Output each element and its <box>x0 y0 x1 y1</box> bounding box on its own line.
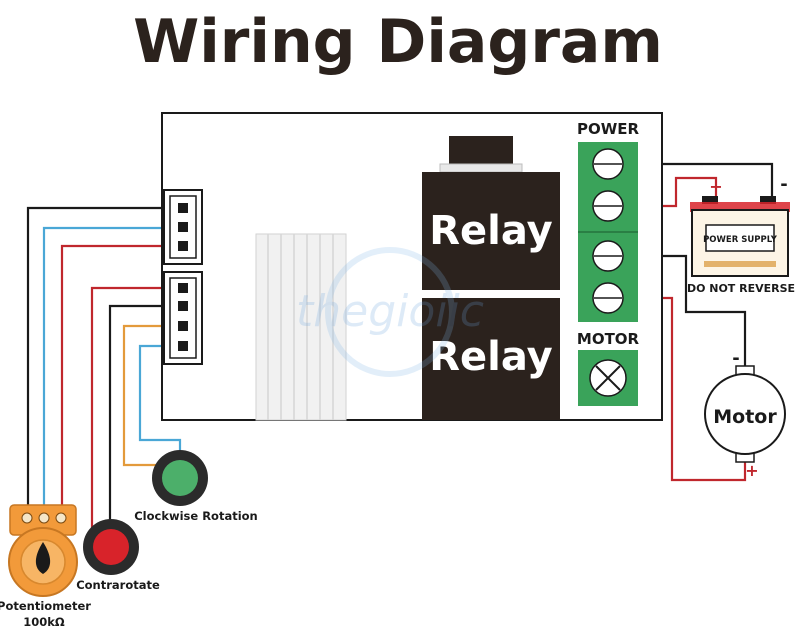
motor: Motor - + <box>704 348 786 480</box>
power-supply-minus: - <box>780 174 787 195</box>
potentiometer-label: Potentiometer <box>0 599 91 613</box>
power-supply-plus: + <box>709 177 722 196</box>
contrarotate-button: Contrarotate <box>76 519 160 592</box>
motor-plus: + <box>745 461 758 480</box>
terminal-screw <box>592 148 624 180</box>
wire-pot-red <box>60 244 166 508</box>
motor-terminal-label: MOTOR <box>577 330 640 348</box>
clockwise-button: Clockwise Rotation <box>134 450 258 523</box>
motor-terminal-icon <box>578 350 638 406</box>
contrarotate-label: Contrarotate <box>76 578 160 592</box>
connector-pin <box>178 241 188 251</box>
power-supply-warning: DO NOT REVERSE <box>687 282 795 295</box>
connector-pin <box>178 283 188 293</box>
wire-clockwise-orange <box>122 324 166 467</box>
wire-clockwise-blue <box>138 344 182 450</box>
power-terminal-label: POWER <box>577 120 640 138</box>
connector-pin <box>178 321 188 331</box>
power-supply: POWER SUPPLY + - DO NOT REVERSE <box>687 174 795 295</box>
heatsink <box>255 233 347 421</box>
wire-contra-red <box>90 286 166 530</box>
connector-buttons <box>163 271 203 365</box>
terminal-screw <box>592 190 624 222</box>
diagram-title: Wiring Diagram <box>133 7 663 77</box>
power-supply-label: POWER SUPPLY <box>703 235 778 245</box>
watermark-text: thegioiic <box>296 286 484 337</box>
relay-top: Relay <box>422 136 560 290</box>
relay-bottom: Relay <box>422 298 560 420</box>
connector-pin <box>178 341 188 351</box>
clockwise-label: Clockwise Rotation <box>134 509 258 523</box>
controller-board: Relay Relay POWER <box>161 112 663 421</box>
connector-pin <box>178 222 188 232</box>
connector-pin <box>178 203 188 213</box>
potentiometer: Potentiometer 100kΩ <box>0 504 91 629</box>
wire-pot-black <box>26 206 166 508</box>
terminal-screw <box>592 240 624 272</box>
relay-bottom-label: Relay <box>429 334 552 380</box>
wire-contra-black <box>108 304 166 530</box>
motor-minus: - <box>732 348 739 369</box>
potentiometer-knob-icon <box>35 542 51 574</box>
relay-top-label: Relay <box>429 208 552 254</box>
wire-pot-blue <box>42 226 166 508</box>
connector-potentiometer <box>163 189 203 265</box>
potentiometer-value: 100kΩ <box>23 615 65 629</box>
wire-power-black <box>610 162 774 198</box>
connector-pin <box>178 301 188 311</box>
watermark: thegioiic <box>296 247 484 377</box>
motor-label: Motor <box>713 406 777 428</box>
terminal-screw <box>592 282 624 314</box>
terminal-block <box>578 142 638 322</box>
